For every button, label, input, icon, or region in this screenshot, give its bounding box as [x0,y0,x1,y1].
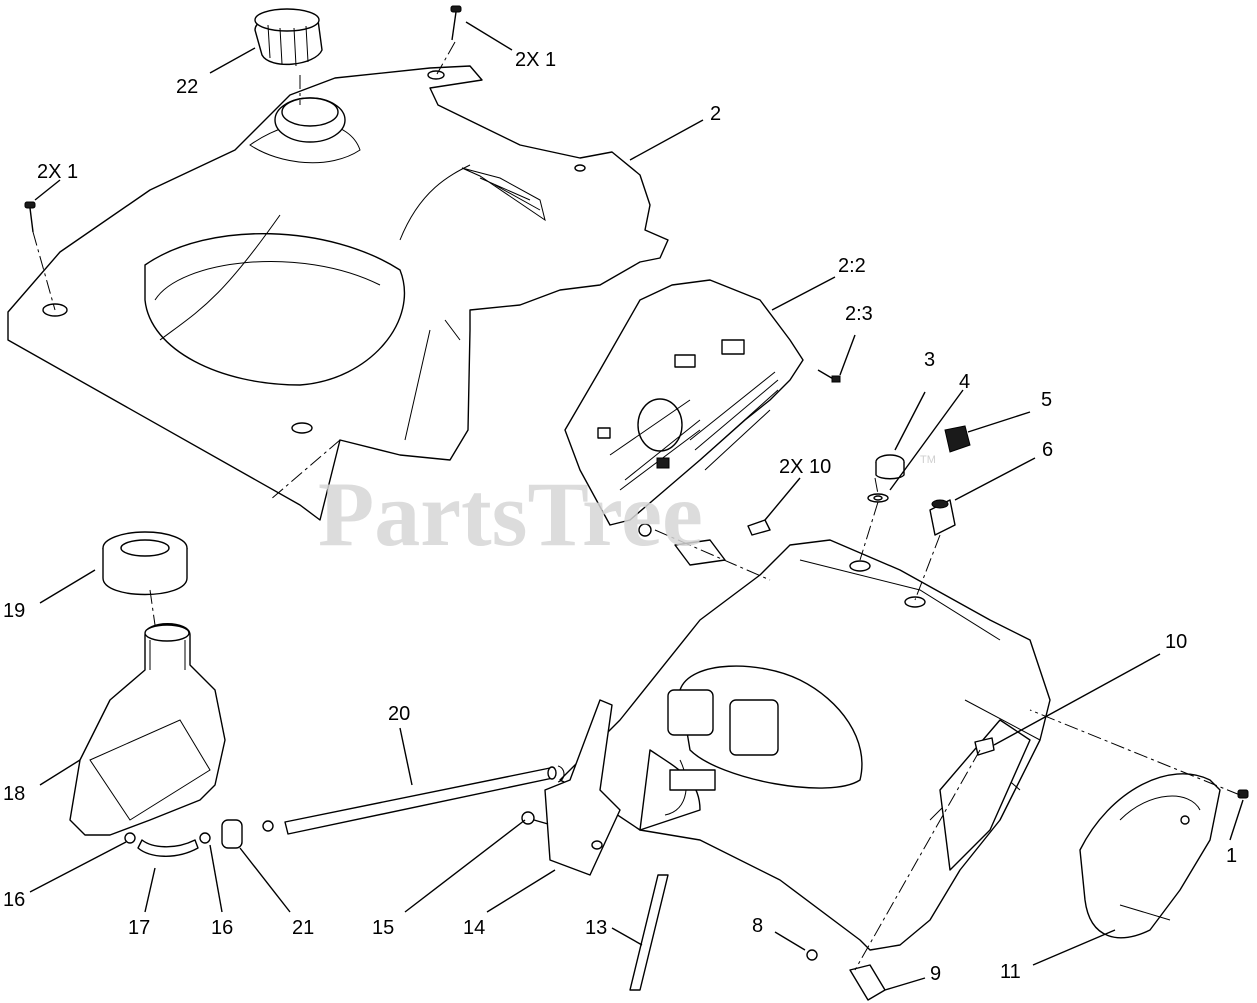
upper-shroud-part [7,65,669,521]
clamp-16-part [124,820,274,844]
callout-20: 20 [388,703,410,725]
callout-18: 18 [3,783,25,805]
screw-1-part [1237,789,1249,799]
callout-21: 21 [292,917,314,939]
callout-11: 11 [1000,961,1021,983]
callout-14: 14 [463,917,485,939]
rod-13-part [629,874,669,991]
callout-8: 8 [752,915,763,937]
callout-16-left: 16 [3,889,25,911]
screw-2-3-part [817,369,841,383]
screw-left-part [24,201,36,233]
rear-cover-part [1079,773,1221,939]
side-panel-part [564,279,804,526]
fuel-tube-20-part [284,765,565,835]
part-9-part [849,964,886,1001]
callout-15: 15 [372,917,394,939]
callout-6: 6 [1042,439,1053,461]
callout-19: 19 [3,600,25,622]
latch-part [638,523,726,566]
callout-22: 22 [176,76,198,98]
leader-lines [29,21,1244,991]
watermark-trademark: TM [920,454,936,466]
bolt-15-part [521,811,549,825]
fuel-tank-part [69,623,226,836]
callout-2x1-left: 2X 1 [37,161,78,183]
callout-2x1-top: 2X 1 [515,49,556,71]
callout-13: 13 [585,917,607,939]
callout-2: 2 [710,103,721,125]
filter-21-part [221,819,243,849]
seal-19-part [102,531,188,596]
callout-labels: 22 2X 1 2 2X 1 2:2 2:3 3 4 5 6 2X 10 10 … [3,49,1237,985]
callout-10: 10 [1165,631,1187,653]
callout-5: 5 [1041,389,1052,411]
gas-cap-part [254,8,323,67]
callout-17: 17 [128,917,150,939]
screw-top-part [450,5,462,41]
callout-2x10: 2X 10 [779,456,831,478]
plug-3-part [875,454,905,480]
washer-4-part [867,493,889,503]
callout-4: 4 [959,371,970,393]
fuel-hose-17-part [137,839,199,857]
lower-panel-part [559,539,1051,951]
callout-1: 1 [1226,845,1237,867]
bracket-part [544,699,621,876]
callout-9: 9 [930,963,941,985]
key-5-part [944,425,971,453]
callout-2-2: 2:2 [838,255,866,277]
callout-3: 3 [924,349,935,371]
callout-16-right: 16 [211,917,233,939]
watermark: PartsTree TM [318,454,936,565]
callout-2-3: 2:3 [845,303,873,325]
nut-8-part [806,949,818,961]
switch-6-part [929,499,956,536]
assembly-lines [32,41,1241,971]
watermark-text: PartsTree [318,463,703,565]
